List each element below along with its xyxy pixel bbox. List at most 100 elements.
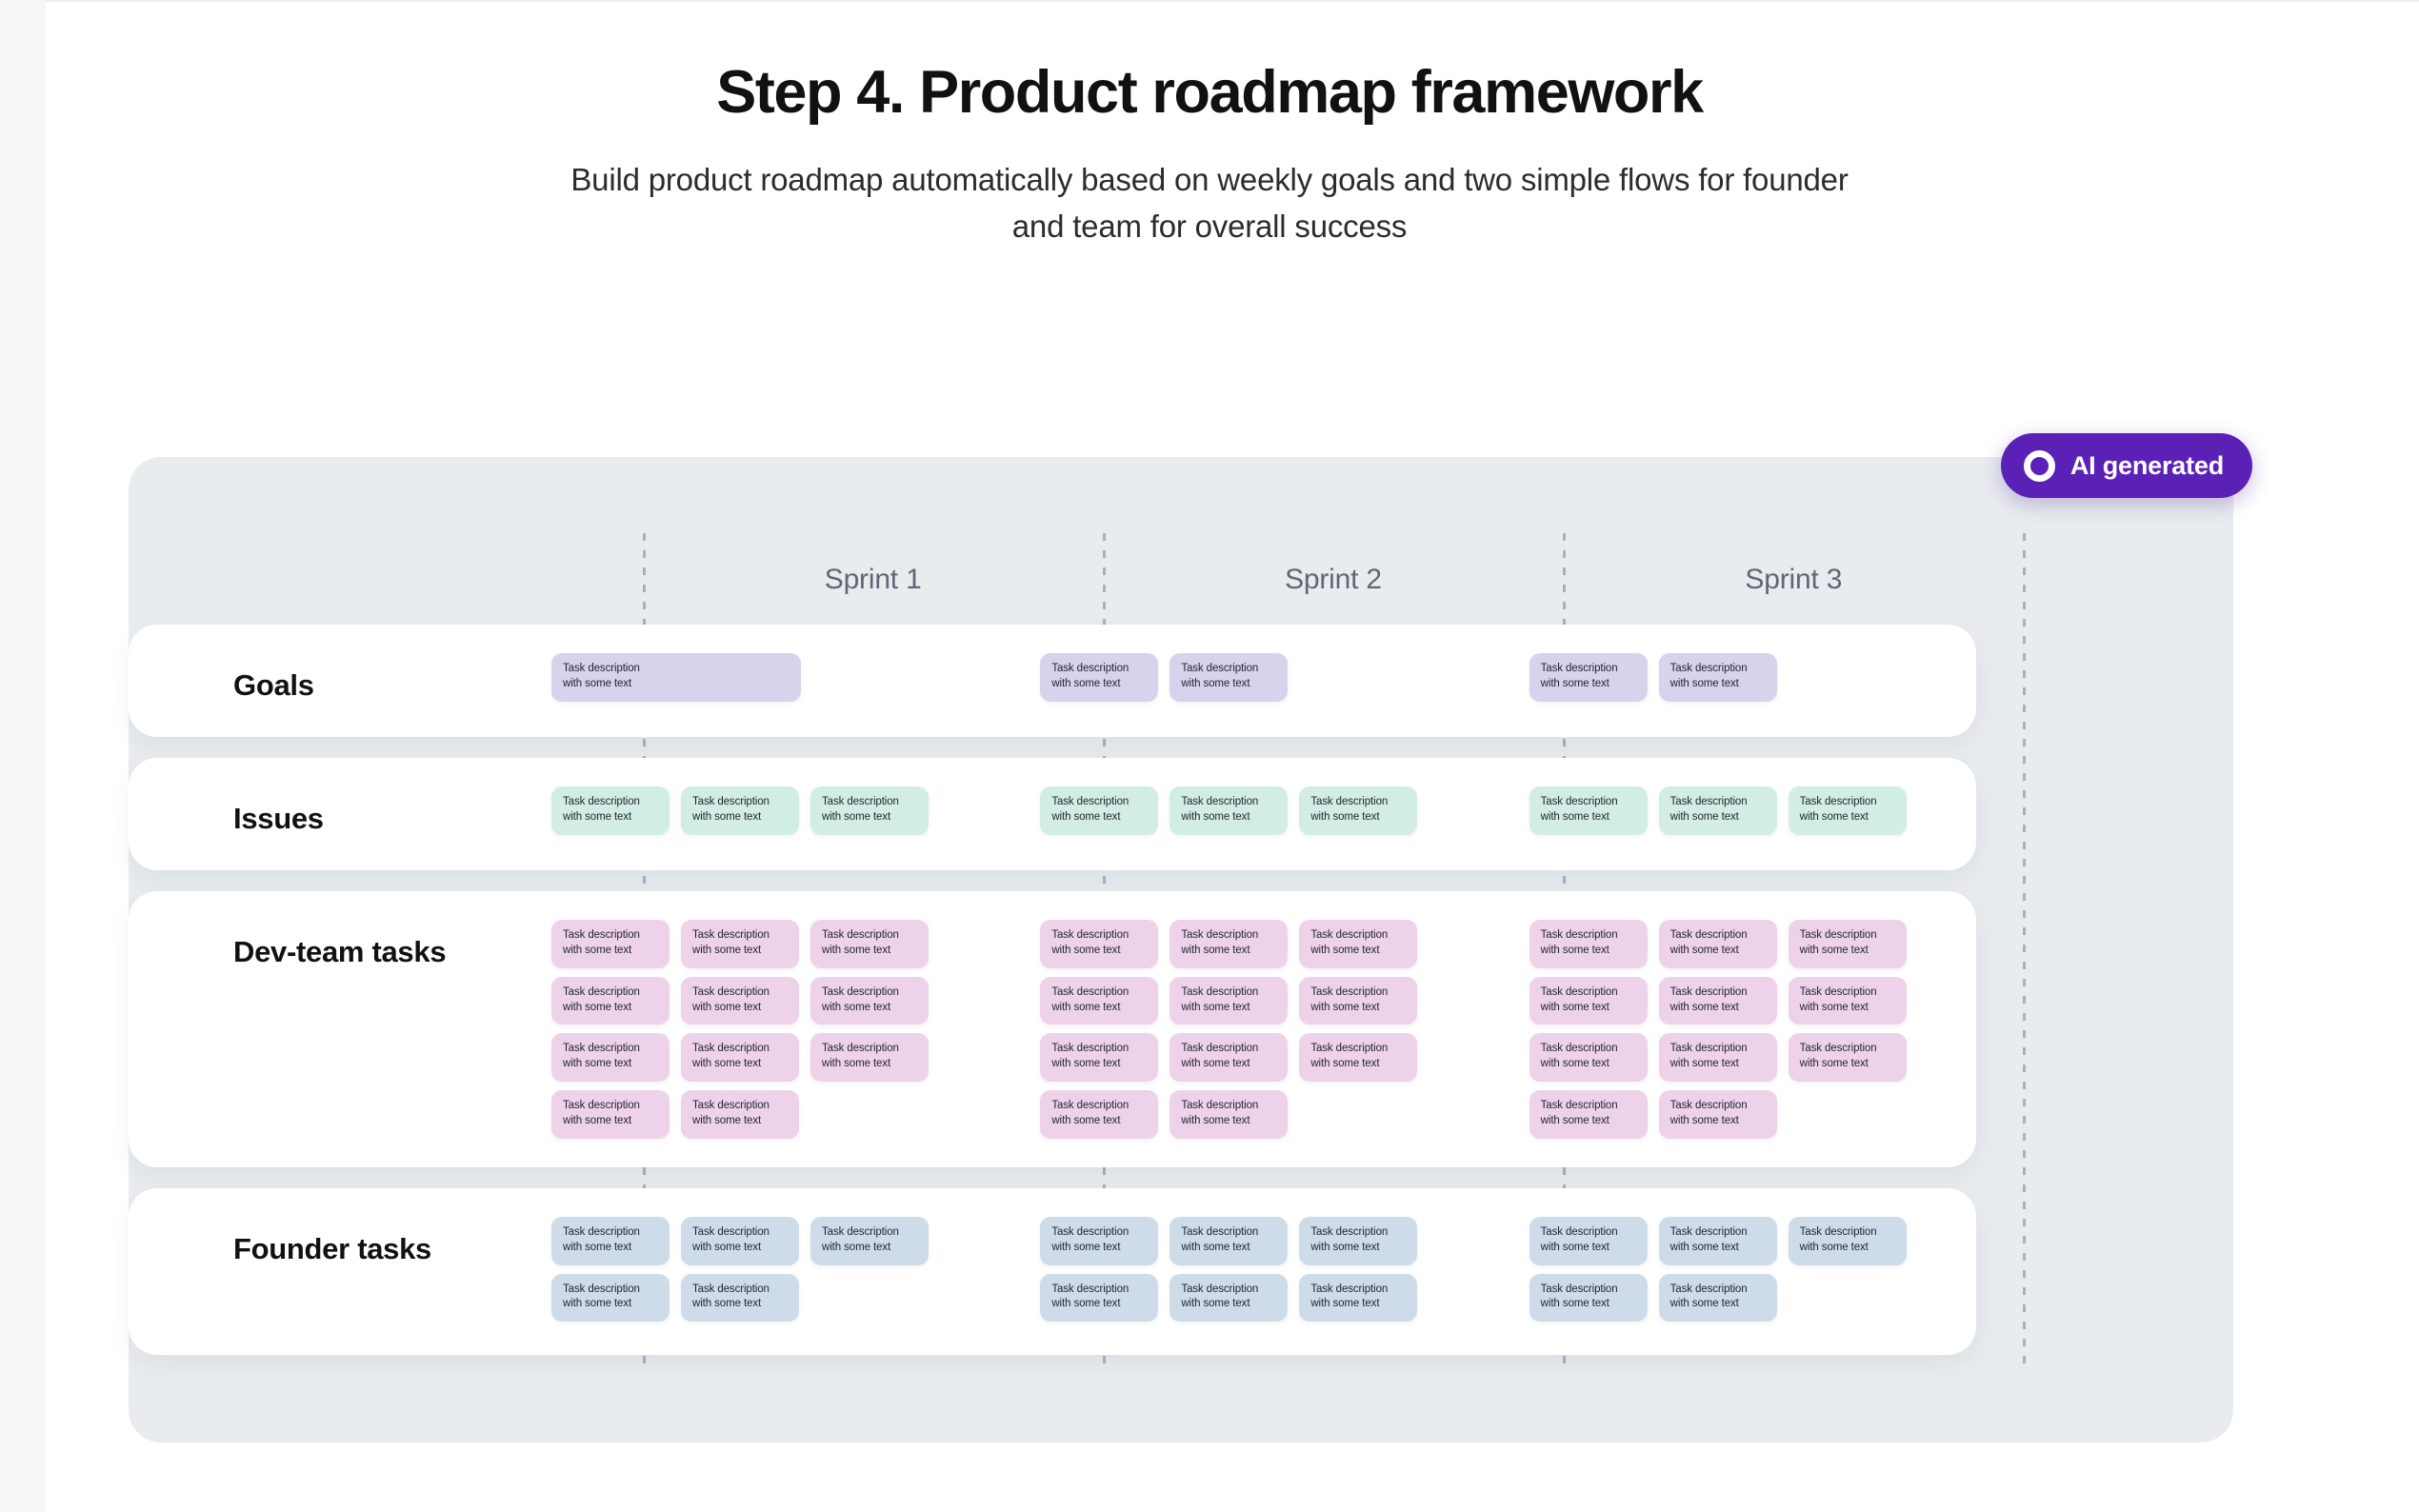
task-card-line-1: Task description <box>692 985 770 998</box>
sprint-column-header: Sprint 3 <box>1745 564 1843 595</box>
task-card-line-1: Task description <box>1799 1043 1877 1055</box>
task-card-line-1: Task description <box>1051 1100 1130 1112</box>
task-card-line-2: with some text <box>1799 810 1869 823</box>
task-card-line-1: Task description <box>1310 929 1389 941</box>
task-card-line-1: Task description <box>1540 1283 1618 1295</box>
task-card-line-1: Task description <box>563 1100 640 1112</box>
task-card-line-1: Task description <box>692 1225 770 1238</box>
task-card-line-2: with some text <box>1051 1058 1121 1070</box>
task-card-line-2: with some text <box>1540 1241 1609 1253</box>
task-card-line-2: with some text <box>1540 1001 1609 1013</box>
task-card-line-1: Task description <box>1181 985 1259 998</box>
task-card-line-2: with some text <box>563 1298 632 1310</box>
task-card-line-1: Task description <box>563 1225 640 1238</box>
task-card-line-2: with some text <box>1310 1298 1380 1310</box>
task-card[interactable]: Task description with some text <box>681 976 799 1025</box>
task-card-line-1: Task description <box>1181 663 1259 674</box>
task-card-line-1: Task description <box>1799 1225 1877 1238</box>
task-card-line-2: with some text <box>1540 1058 1609 1070</box>
task-card-line-2: with some text <box>1181 810 1250 823</box>
task-card-line-2: with some text <box>1181 1241 1250 1253</box>
task-card-line-2: with some text <box>1669 1001 1739 1013</box>
ai-generated-badge[interactable]: AI generated <box>2000 433 2252 498</box>
task-card-line-2: with some text <box>692 944 762 956</box>
task-card-line-1: Task description <box>1051 1283 1130 1295</box>
task-card[interactable]: Task description with some text <box>1040 786 1159 835</box>
task-card-line-1: Task description <box>1051 796 1130 807</box>
task-card-line-2: with some text <box>1540 944 1609 956</box>
task-card-line-2: with some text <box>1669 1298 1739 1310</box>
task-card-line-2: with some text <box>692 1001 762 1013</box>
task-card-line-2: with some text <box>1051 810 1121 823</box>
task-card-line-2: with some text <box>1669 1241 1739 1253</box>
task-card-line-1: Task description <box>692 1100 770 1112</box>
